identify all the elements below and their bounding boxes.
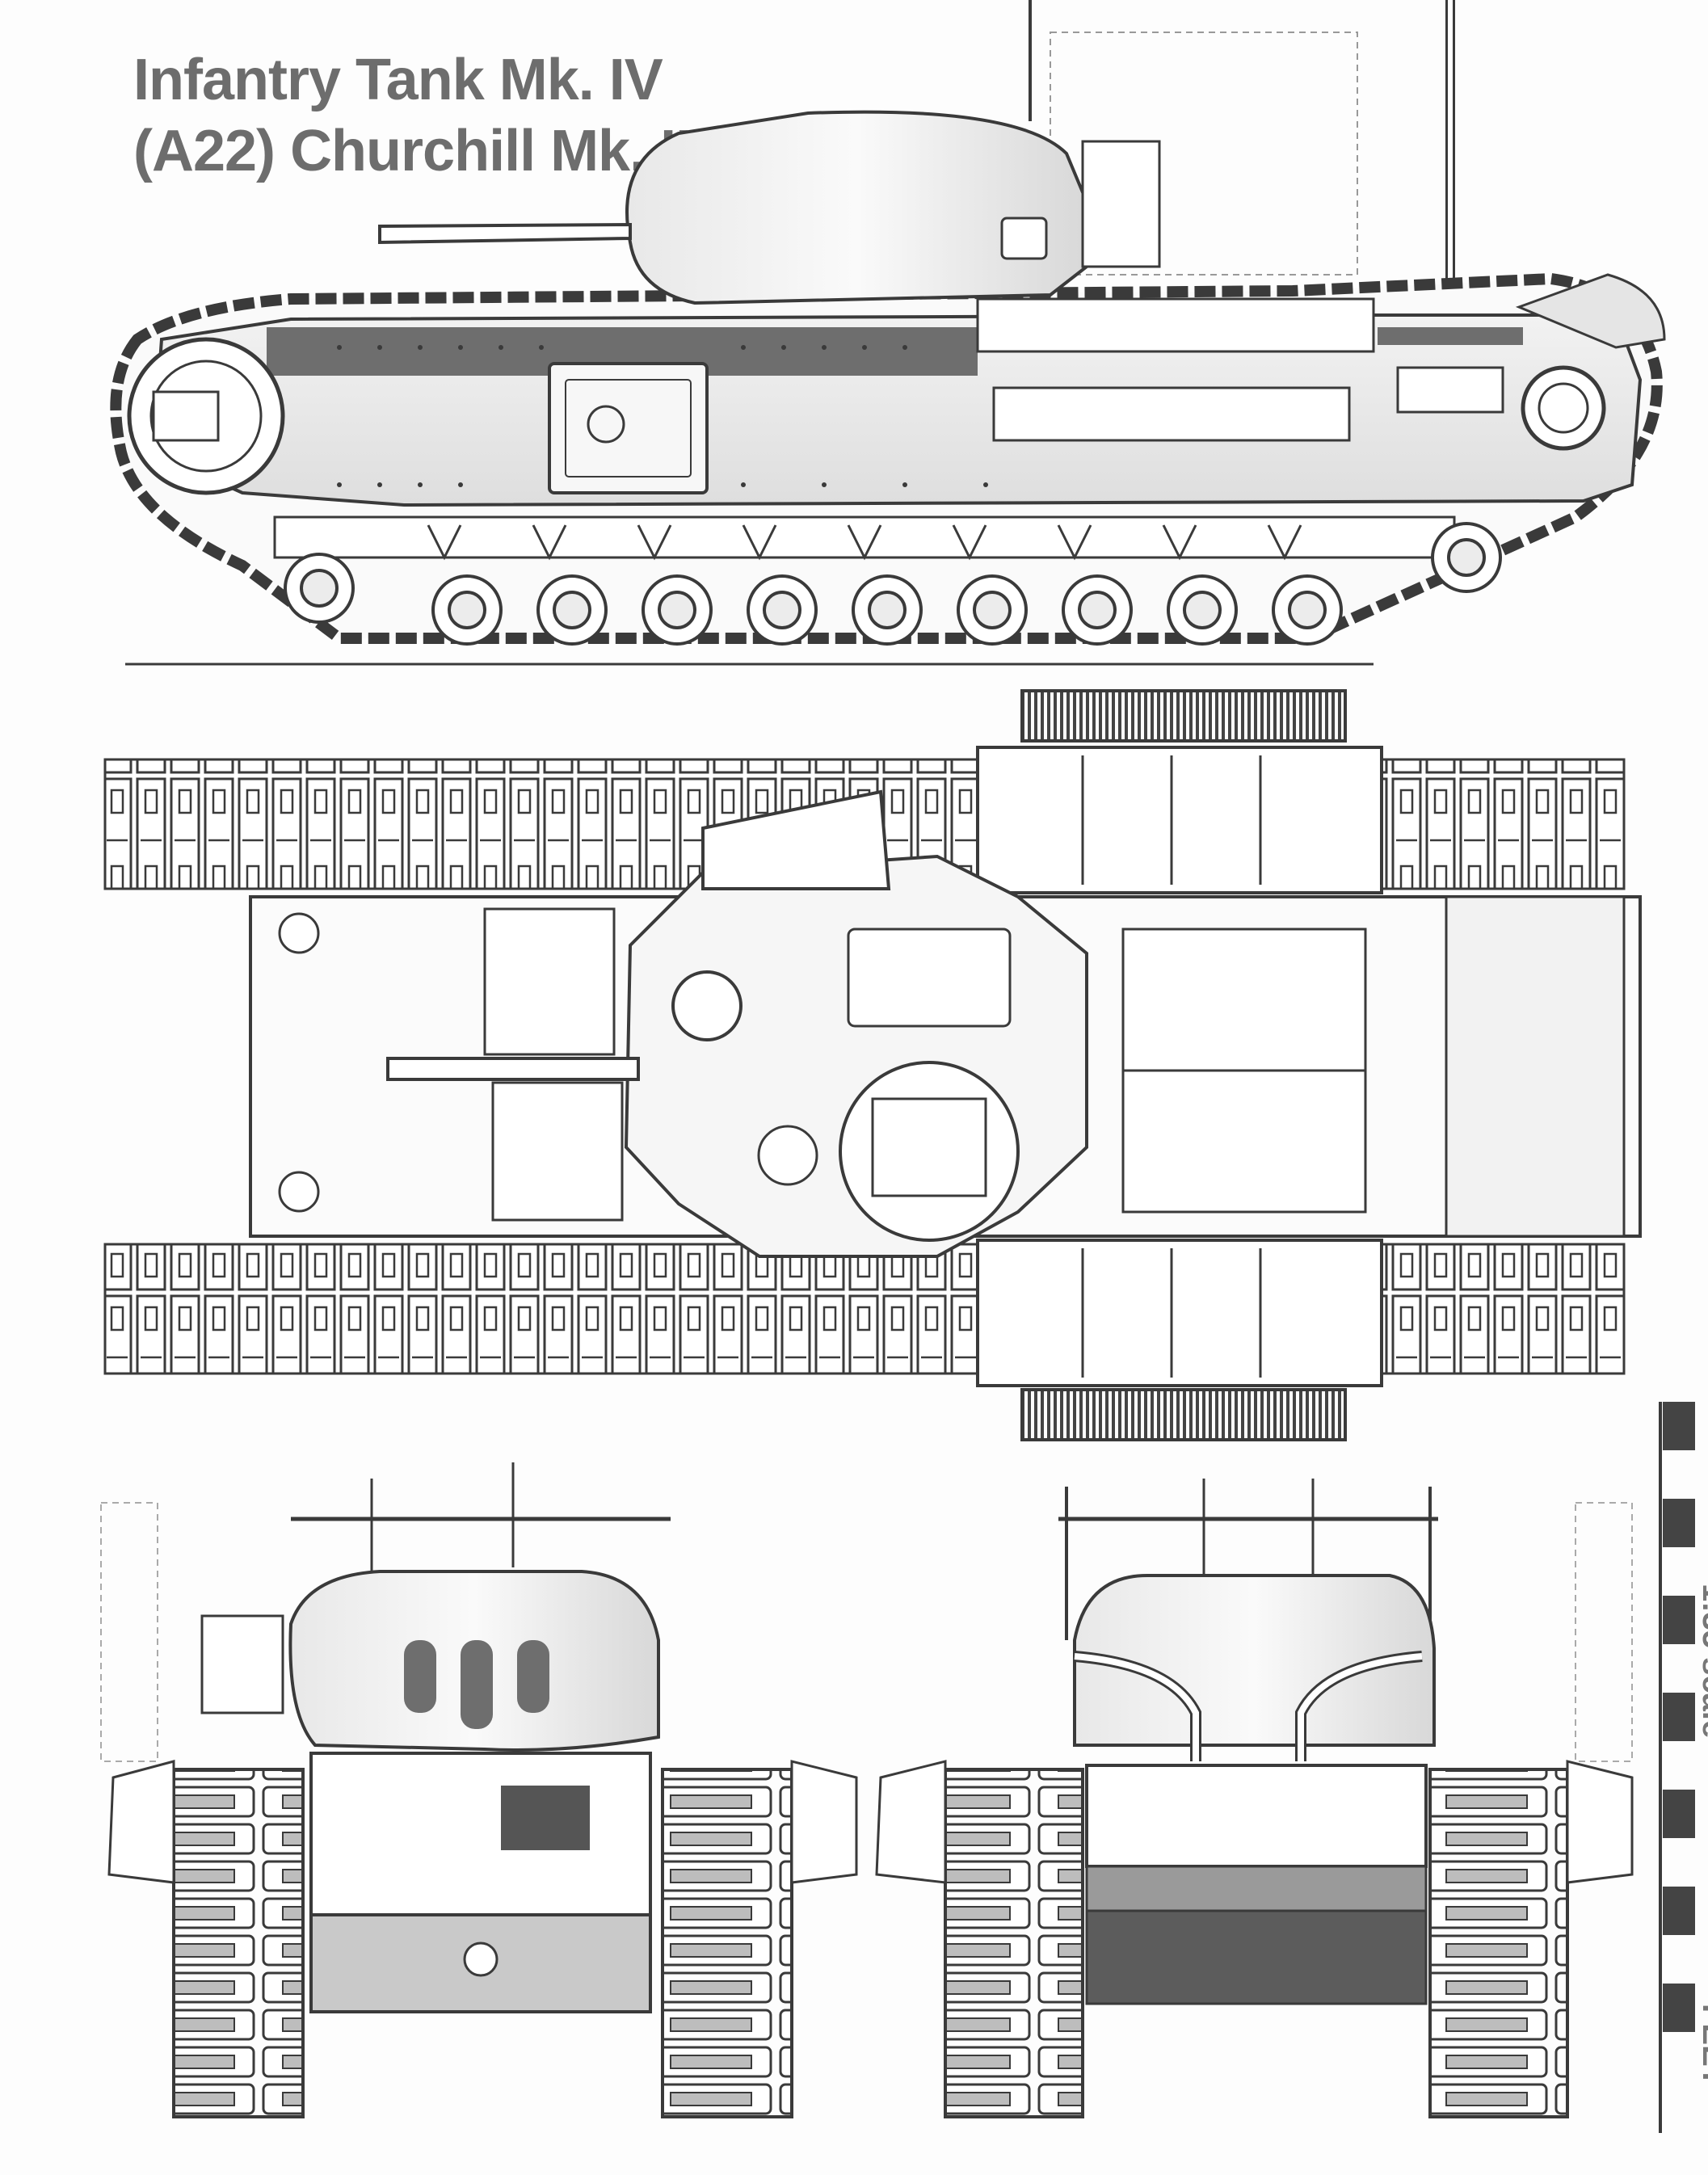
scale-bar: 1:35 scale FEET xyxy=(1659,1402,1708,2133)
drawing-subtitle: (A22) Churchill Mk. II xyxy=(133,118,692,184)
air-intake-grille-top xyxy=(1020,689,1347,743)
rear-lower-plate xyxy=(1085,1909,1428,2005)
top-pannier-right xyxy=(976,1239,1383,1387)
front-lower-glacis xyxy=(309,1913,652,2013)
loader-hatch xyxy=(847,928,1012,1028)
mantlet-vision-slot-1 xyxy=(404,1640,436,1713)
hull-mg-mount xyxy=(501,1786,590,1850)
rear-view xyxy=(875,1479,1634,2118)
gun-mantlet xyxy=(461,1640,493,1729)
front-hull-plate xyxy=(309,1752,652,1916)
side-turret xyxy=(625,110,1088,305)
rear-hull-plate xyxy=(1085,1764,1428,1868)
pistol-port xyxy=(1000,217,1048,260)
scale-label: 1:35 scale xyxy=(1696,1584,1708,1738)
side-escape-door xyxy=(548,362,709,494)
top-track-left-rear xyxy=(1380,758,1626,890)
hull-gunner-hatch xyxy=(491,1081,624,1222)
rear-track-right xyxy=(1428,1768,1569,2118)
main-gun-side xyxy=(378,222,632,245)
subtitle-name: Churchill Mk. II xyxy=(290,119,692,183)
drawing-title: Infantry Tank Mk. IV xyxy=(133,48,663,112)
rear-sprocket xyxy=(1521,365,1606,451)
mantlet-vision-slot-2 xyxy=(517,1640,549,1713)
side-view xyxy=(110,0,1666,666)
air-intake-grille-bottom xyxy=(1020,1388,1347,1441)
rear-turret xyxy=(1073,1574,1436,1747)
front-view xyxy=(100,1462,858,2118)
top-track-right-rear xyxy=(1380,1243,1626,1375)
turret-bin xyxy=(1081,140,1161,268)
road-wheels xyxy=(284,522,1502,646)
subtitle-code: (A22) xyxy=(133,119,276,183)
front-track-right xyxy=(661,1768,793,2118)
main-gun-top xyxy=(386,1057,640,1081)
rivet-row xyxy=(337,345,988,487)
stowage-bin-upper xyxy=(976,297,1375,353)
top-view xyxy=(103,689,1642,1441)
stowage-box-top xyxy=(701,789,891,890)
top-pannier-left xyxy=(976,746,1383,894)
rear-track-left xyxy=(944,1768,1084,2118)
turret-periscope-port xyxy=(671,970,743,1041)
stowage-bin-lower xyxy=(992,386,1351,442)
rear-engine-deck xyxy=(1445,895,1626,1238)
tow-shackle xyxy=(463,1942,499,1977)
front-track-left xyxy=(172,1768,305,2118)
scale-unit: FEET xyxy=(1696,2004,1708,2086)
driver-hatch xyxy=(483,907,616,1056)
suspension-bogies xyxy=(273,515,1456,561)
top-track-right-front xyxy=(103,1243,979,1375)
